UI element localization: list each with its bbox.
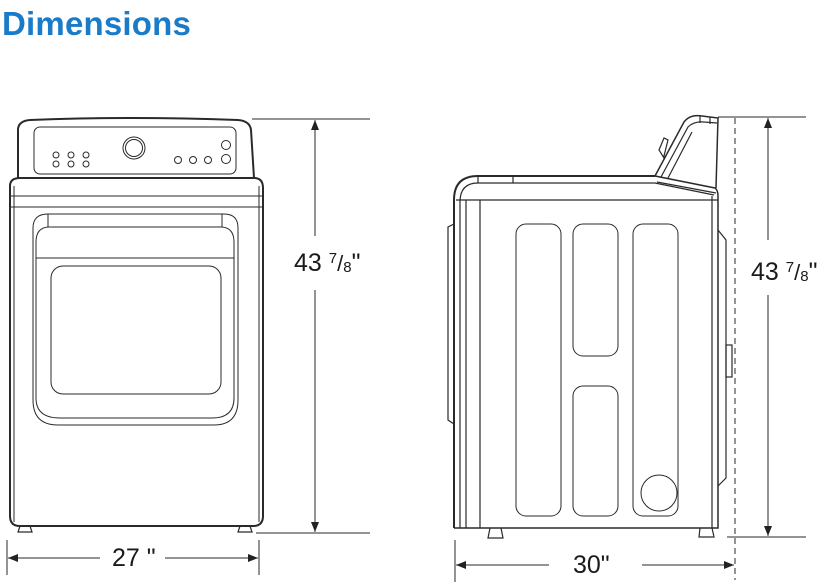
front-view — [9, 117, 264, 533]
height-whole: 43 — [294, 249, 322, 277]
height-denominator: 8 — [343, 259, 352, 276]
side-view — [447, 114, 733, 539]
height-whole: 43 — [751, 258, 779, 286]
page-title: Dimensions — [2, 5, 192, 42]
front-width-label: 27 " — [112, 544, 156, 572]
side-height-label: 43 7/8" — [751, 254, 818, 291]
height-denominator: 8 — [800, 268, 809, 285]
control-dial — [122, 136, 146, 160]
front-width-dimension — [6, 540, 260, 575]
option-buttons — [174, 140, 231, 164]
side-height-dimension — [718, 116, 806, 538]
side-vents — [515, 223, 679, 517]
height-unit: " — [808, 258, 818, 286]
height-numerator: 7 — [785, 259, 795, 276]
cabinet — [9, 177, 264, 527]
dryer-door — [32, 213, 239, 426]
control-console — [17, 117, 255, 179]
front-height-label: 43 7/8" — [294, 245, 361, 282]
height-slash: / — [794, 260, 801, 285]
side-feet — [487, 527, 715, 539]
exhaust-vent-icon — [640, 474, 678, 512]
side-depth-label: 30" — [573, 551, 610, 579]
height-slash: / — [337, 251, 344, 276]
cycle-buttons — [52, 151, 90, 168]
height-unit: " — [351, 249, 361, 277]
front-height-dimension — [252, 118, 370, 534]
front-feet — [17, 525, 253, 533]
side-console — [654, 114, 719, 194]
height-numerator: 7 — [328, 250, 338, 267]
side-cabinet — [447, 175, 733, 529]
side-depth-dimension — [454, 540, 734, 582]
